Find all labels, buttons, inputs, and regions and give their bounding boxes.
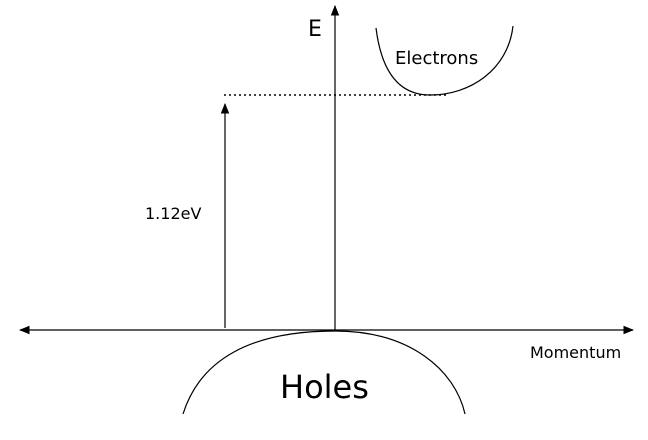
band-gap-label: 1.12eV [145,204,201,223]
electrons-label: Electrons [395,48,478,69]
momentum-axis-label: Momentum [530,343,621,362]
valence-band-curve [182,330,466,415]
holes-label: Holes [280,368,369,406]
energy-axis-label: E [308,17,322,42]
